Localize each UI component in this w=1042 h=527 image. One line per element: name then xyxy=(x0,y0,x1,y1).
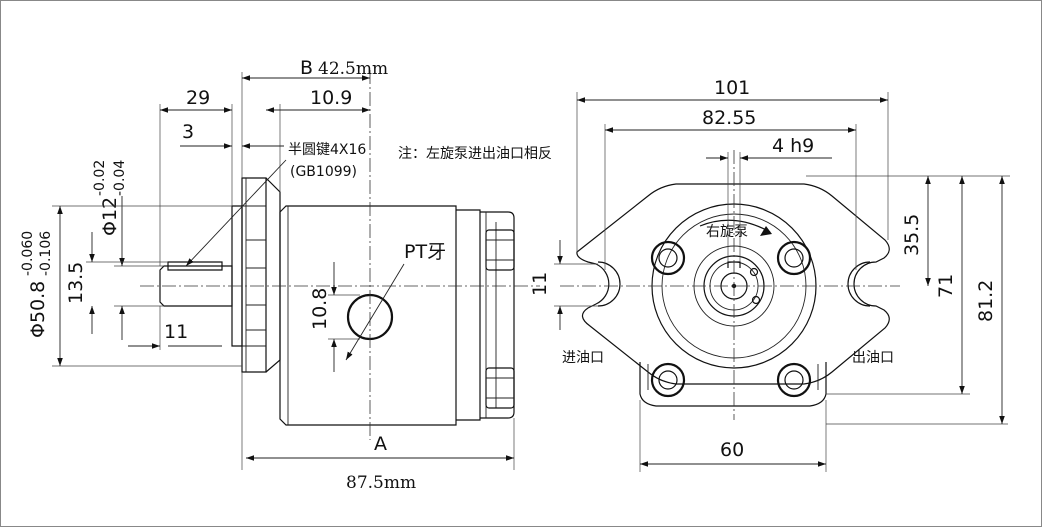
rear-cover xyxy=(456,209,481,421)
dim-60: 60 xyxy=(720,439,744,461)
key-label: 半圆键4X16 xyxy=(288,142,366,158)
dim-pilot-tol-upper: -0.060 xyxy=(20,231,36,276)
bolt-hole-br xyxy=(776,362,812,398)
dim-81-2: 81.2 xyxy=(975,280,997,322)
dim-3: 3 xyxy=(182,121,194,143)
dim-pilot-tol-lower: -0.106 xyxy=(38,231,54,276)
pilot-spigot xyxy=(231,205,243,347)
bolt-hole-tl xyxy=(650,240,686,276)
pump-body xyxy=(279,205,457,426)
dim-29: 29 xyxy=(186,87,210,109)
bolt-hole-tr xyxy=(776,240,812,276)
dim-pilot: Φ50.8 xyxy=(27,281,49,338)
dim-10-8: 10.8 xyxy=(309,288,331,330)
dim-35-5: 35.5 xyxy=(901,214,923,256)
dim-shaft-tol-upper: -0.02 xyxy=(92,160,108,196)
front-view: 注：左旋泵进出油口相反 xyxy=(398,77,1010,472)
dim-b-label: B xyxy=(300,57,313,79)
dim-total: 87.5mm xyxy=(346,473,416,493)
side-view: B 42.5mm 29 10.9 3 半圆键4X16 (GB1099) -0.0… xyxy=(20,57,540,493)
inlet-label: 进油口 xyxy=(562,350,604,366)
rotation-label: 右旋泵 xyxy=(706,224,748,240)
front-flange-outline xyxy=(576,183,890,385)
outlet-label: 出油口 xyxy=(852,350,894,366)
dim-13-5: 13.5 xyxy=(65,262,87,304)
reverse-note: 注：左旋泵进出油口相反 xyxy=(398,146,552,162)
dim-71: 71 xyxy=(935,274,957,298)
dim-4h9: 4 h9 xyxy=(772,135,814,157)
dim-11-side: 11 xyxy=(164,321,188,343)
pt-label: PT牙 xyxy=(404,241,446,263)
woodruff-key xyxy=(167,261,223,271)
dim-82-55: 82.55 xyxy=(702,107,756,129)
dim-shaft-tol-lower: -0.04 xyxy=(112,160,128,196)
dim-b-value: 42.5mm xyxy=(318,59,388,79)
dim-11-front: 11 xyxy=(529,272,551,296)
dim-shaft: Φ12 xyxy=(99,197,121,236)
dim-a-label: A xyxy=(374,433,387,455)
dim-101: 101 xyxy=(714,77,750,99)
key-standard: (GB1099) xyxy=(290,164,357,180)
dim-10-9: 10.9 xyxy=(310,87,352,109)
bolt-hole-bl xyxy=(650,362,686,398)
